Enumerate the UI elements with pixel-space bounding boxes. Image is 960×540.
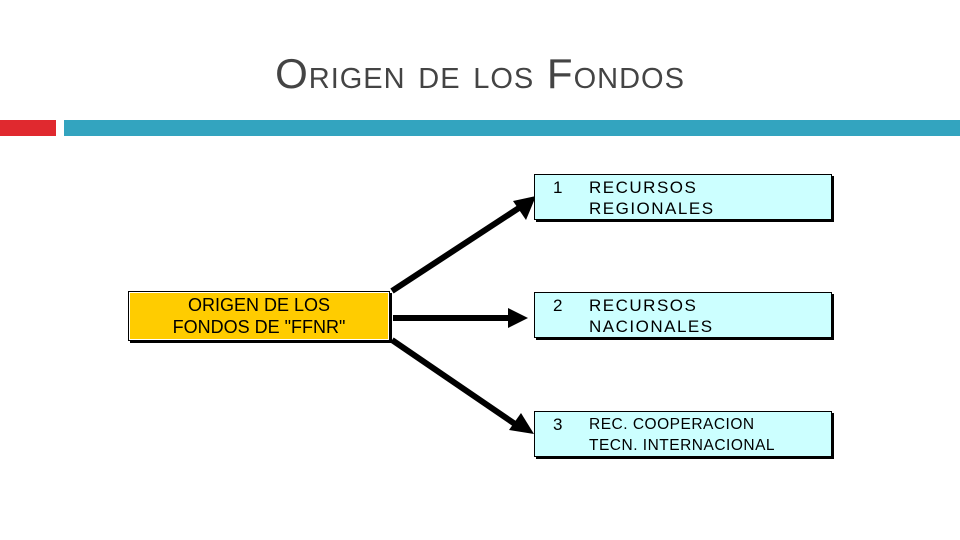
target-line-2: TECN. INTERNACIONAL [589, 437, 776, 454]
slide-title: Origen de los Fondos [275, 50, 685, 97]
source-line-1: ORIGEN DE LOS [187, 295, 331, 315]
target-number: 1 [553, 178, 563, 197]
arrow-to-recursos-regionales [390, 201, 527, 294]
target-line-1: REC. COOPERACION [589, 416, 755, 433]
arrowhead-3 [509, 413, 534, 434]
arrowhead-2 [508, 308, 528, 328]
target-number: 3 [553, 415, 563, 434]
target-box-recursos-regionales: 1 RECURSOS REGIONALES [534, 174, 832, 220]
source-box-origen-fondos: ORIGEN DE LOS FONDOS DE "FFNR" [128, 291, 390, 341]
target-line-2: REGIONALES [589, 199, 715, 218]
target-line-1: RECURSOS [589, 296, 698, 315]
arrow-to-cooperacion-internacional [390, 337, 517, 427]
target-box-recursos-nacionales: 2 RECURSOS NACIONALES [534, 292, 832, 338]
target-number: 2 [553, 296, 563, 315]
arrowhead-1 [513, 196, 536, 220]
accent-bar-red [0, 120, 56, 136]
target-box-cooperacion-internacional: 3 REC. COOPERACION TECN. INTERNACIONAL [534, 411, 832, 457]
target-line-2: NACIONALES [589, 317, 714, 336]
accent-bar-teal [64, 120, 960, 136]
target-line-1: RECURSOS [589, 178, 698, 197]
source-line-2: FONDOS DE "FFNR" [172, 317, 346, 337]
